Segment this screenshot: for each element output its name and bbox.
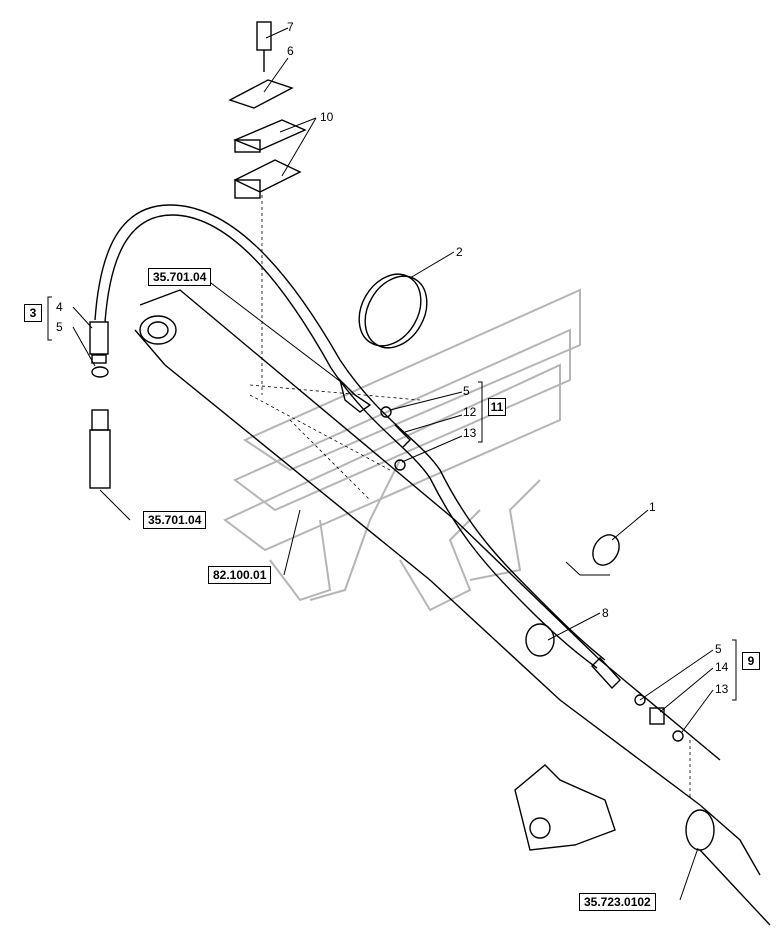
callout-14: 14 <box>715 660 729 674</box>
callout-2: 2 <box>456 245 463 259</box>
callout-8: 8 <box>602 606 609 620</box>
boom-arm <box>134 289 771 926</box>
group-brackets <box>47 296 737 701</box>
watermark-logo <box>223 288 581 612</box>
hose-clamp-rings <box>358 273 620 566</box>
ref-top-hose[interactable]: 35.701.04 <box>148 268 212 286</box>
assembly-guides <box>249 195 691 800</box>
callout-10: 10 <box>320 110 334 124</box>
callout-12: 12 <box>463 405 477 419</box>
ref-cylinder[interactable]: 35.723.0102 <box>579 893 656 911</box>
group-3[interactable]: 3 <box>24 304 42 322</box>
callout-6: 6 <box>287 44 294 58</box>
callout-1: 1 <box>649 500 656 514</box>
callout-4: 4 <box>56 300 63 314</box>
hydraulic-hose <box>89 204 621 690</box>
callout-5-mid: 5 <box>463 384 470 398</box>
callout-13-mid: 13 <box>463 426 477 440</box>
callout-5-left: 5 <box>56 320 63 334</box>
callout-13-right: 13 <box>715 682 729 696</box>
callout-5-right: 5 <box>715 642 722 656</box>
group-9[interactable]: 9 <box>742 652 760 670</box>
callout-7: 7 <box>287 20 294 34</box>
ref-boom[interactable]: 82.100.01 <box>208 566 272 584</box>
clamp-assembly <box>228 21 307 199</box>
group-11[interactable]: 11 <box>488 398 506 416</box>
right-fittings <box>380 406 684 742</box>
leader-lines <box>72 27 714 901</box>
left-hose-fitting <box>89 366 111 489</box>
ref-left-hose[interactable]: 35.701.04 <box>143 511 207 529</box>
